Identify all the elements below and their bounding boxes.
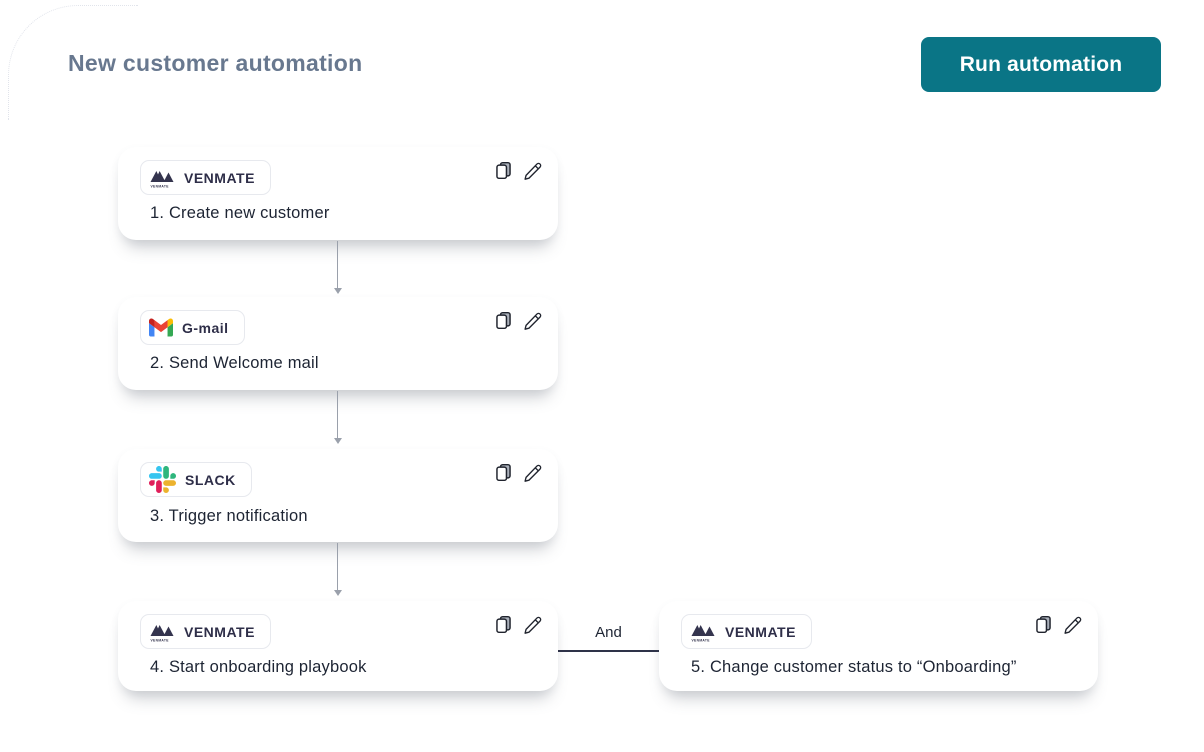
step-card-trigger-notification[interactable]: SLACK 3. Trigger notification xyxy=(118,449,558,542)
app-badge-label: G-mail xyxy=(182,319,229,336)
edit-pencil-icon[interactable] xyxy=(522,463,542,483)
edit-pencil-icon[interactable] xyxy=(522,311,542,331)
step-label: 2. Send Welcome mail xyxy=(150,354,319,372)
and-connector-label: And xyxy=(595,624,622,641)
step-label: 3. Trigger notification xyxy=(150,507,308,525)
app-badge-label: VENMATE xyxy=(725,623,796,640)
copy-icon[interactable] xyxy=(493,615,513,635)
edit-pencil-icon[interactable] xyxy=(522,161,542,181)
copy-icon[interactable] xyxy=(1033,615,1053,635)
app-badge-label: VENMATE xyxy=(184,169,255,186)
copy-icon[interactable] xyxy=(493,161,513,181)
venmate-logo-icon xyxy=(150,621,174,643)
app-badge-label: VENMATE xyxy=(184,623,255,640)
step-label: 4. Start onboarding playbook xyxy=(150,658,367,676)
run-automation-button[interactable]: Run automation xyxy=(921,37,1161,92)
connector-arrow-down xyxy=(333,241,342,294)
step-card-start-onboarding-playbook[interactable]: VENMATE 4. Start onboarding playbook xyxy=(118,601,558,691)
connector-arrow-down xyxy=(333,543,342,596)
edit-pencil-icon[interactable] xyxy=(1062,615,1082,635)
app-badge-label: SLACK xyxy=(185,471,236,488)
edit-pencil-icon[interactable] xyxy=(522,615,542,635)
step-label: 1. Create new customer xyxy=(150,204,330,222)
app-badge: G-mail xyxy=(140,310,245,345)
gmail-logo-icon xyxy=(149,318,173,337)
and-connector-line xyxy=(558,650,659,652)
app-badge: SLACK xyxy=(140,462,252,497)
step-card-send-welcome-mail[interactable]: G-mail 2. Send Welcome mail xyxy=(118,297,558,390)
app-badge: VENMATE xyxy=(681,614,812,649)
copy-icon[interactable] xyxy=(493,311,513,331)
connector-arrow-down xyxy=(333,391,342,444)
page-title: New customer automation xyxy=(68,50,363,76)
copy-icon[interactable] xyxy=(493,463,513,483)
step-card-create-customer[interactable]: VENMATE 1. Create new customer xyxy=(118,147,558,240)
venmate-logo-icon xyxy=(150,167,174,189)
app-badge: VENMATE xyxy=(140,614,271,649)
venmate-logo-icon xyxy=(691,621,715,643)
step-card-change-customer-status[interactable]: VENMATE 5. Change customer status to “On… xyxy=(659,601,1098,691)
step-label: 5. Change customer status to “Onboarding… xyxy=(691,658,1017,676)
corner-decoration xyxy=(8,5,138,120)
app-badge: VENMATE xyxy=(140,160,271,195)
slack-logo-icon xyxy=(149,466,176,493)
